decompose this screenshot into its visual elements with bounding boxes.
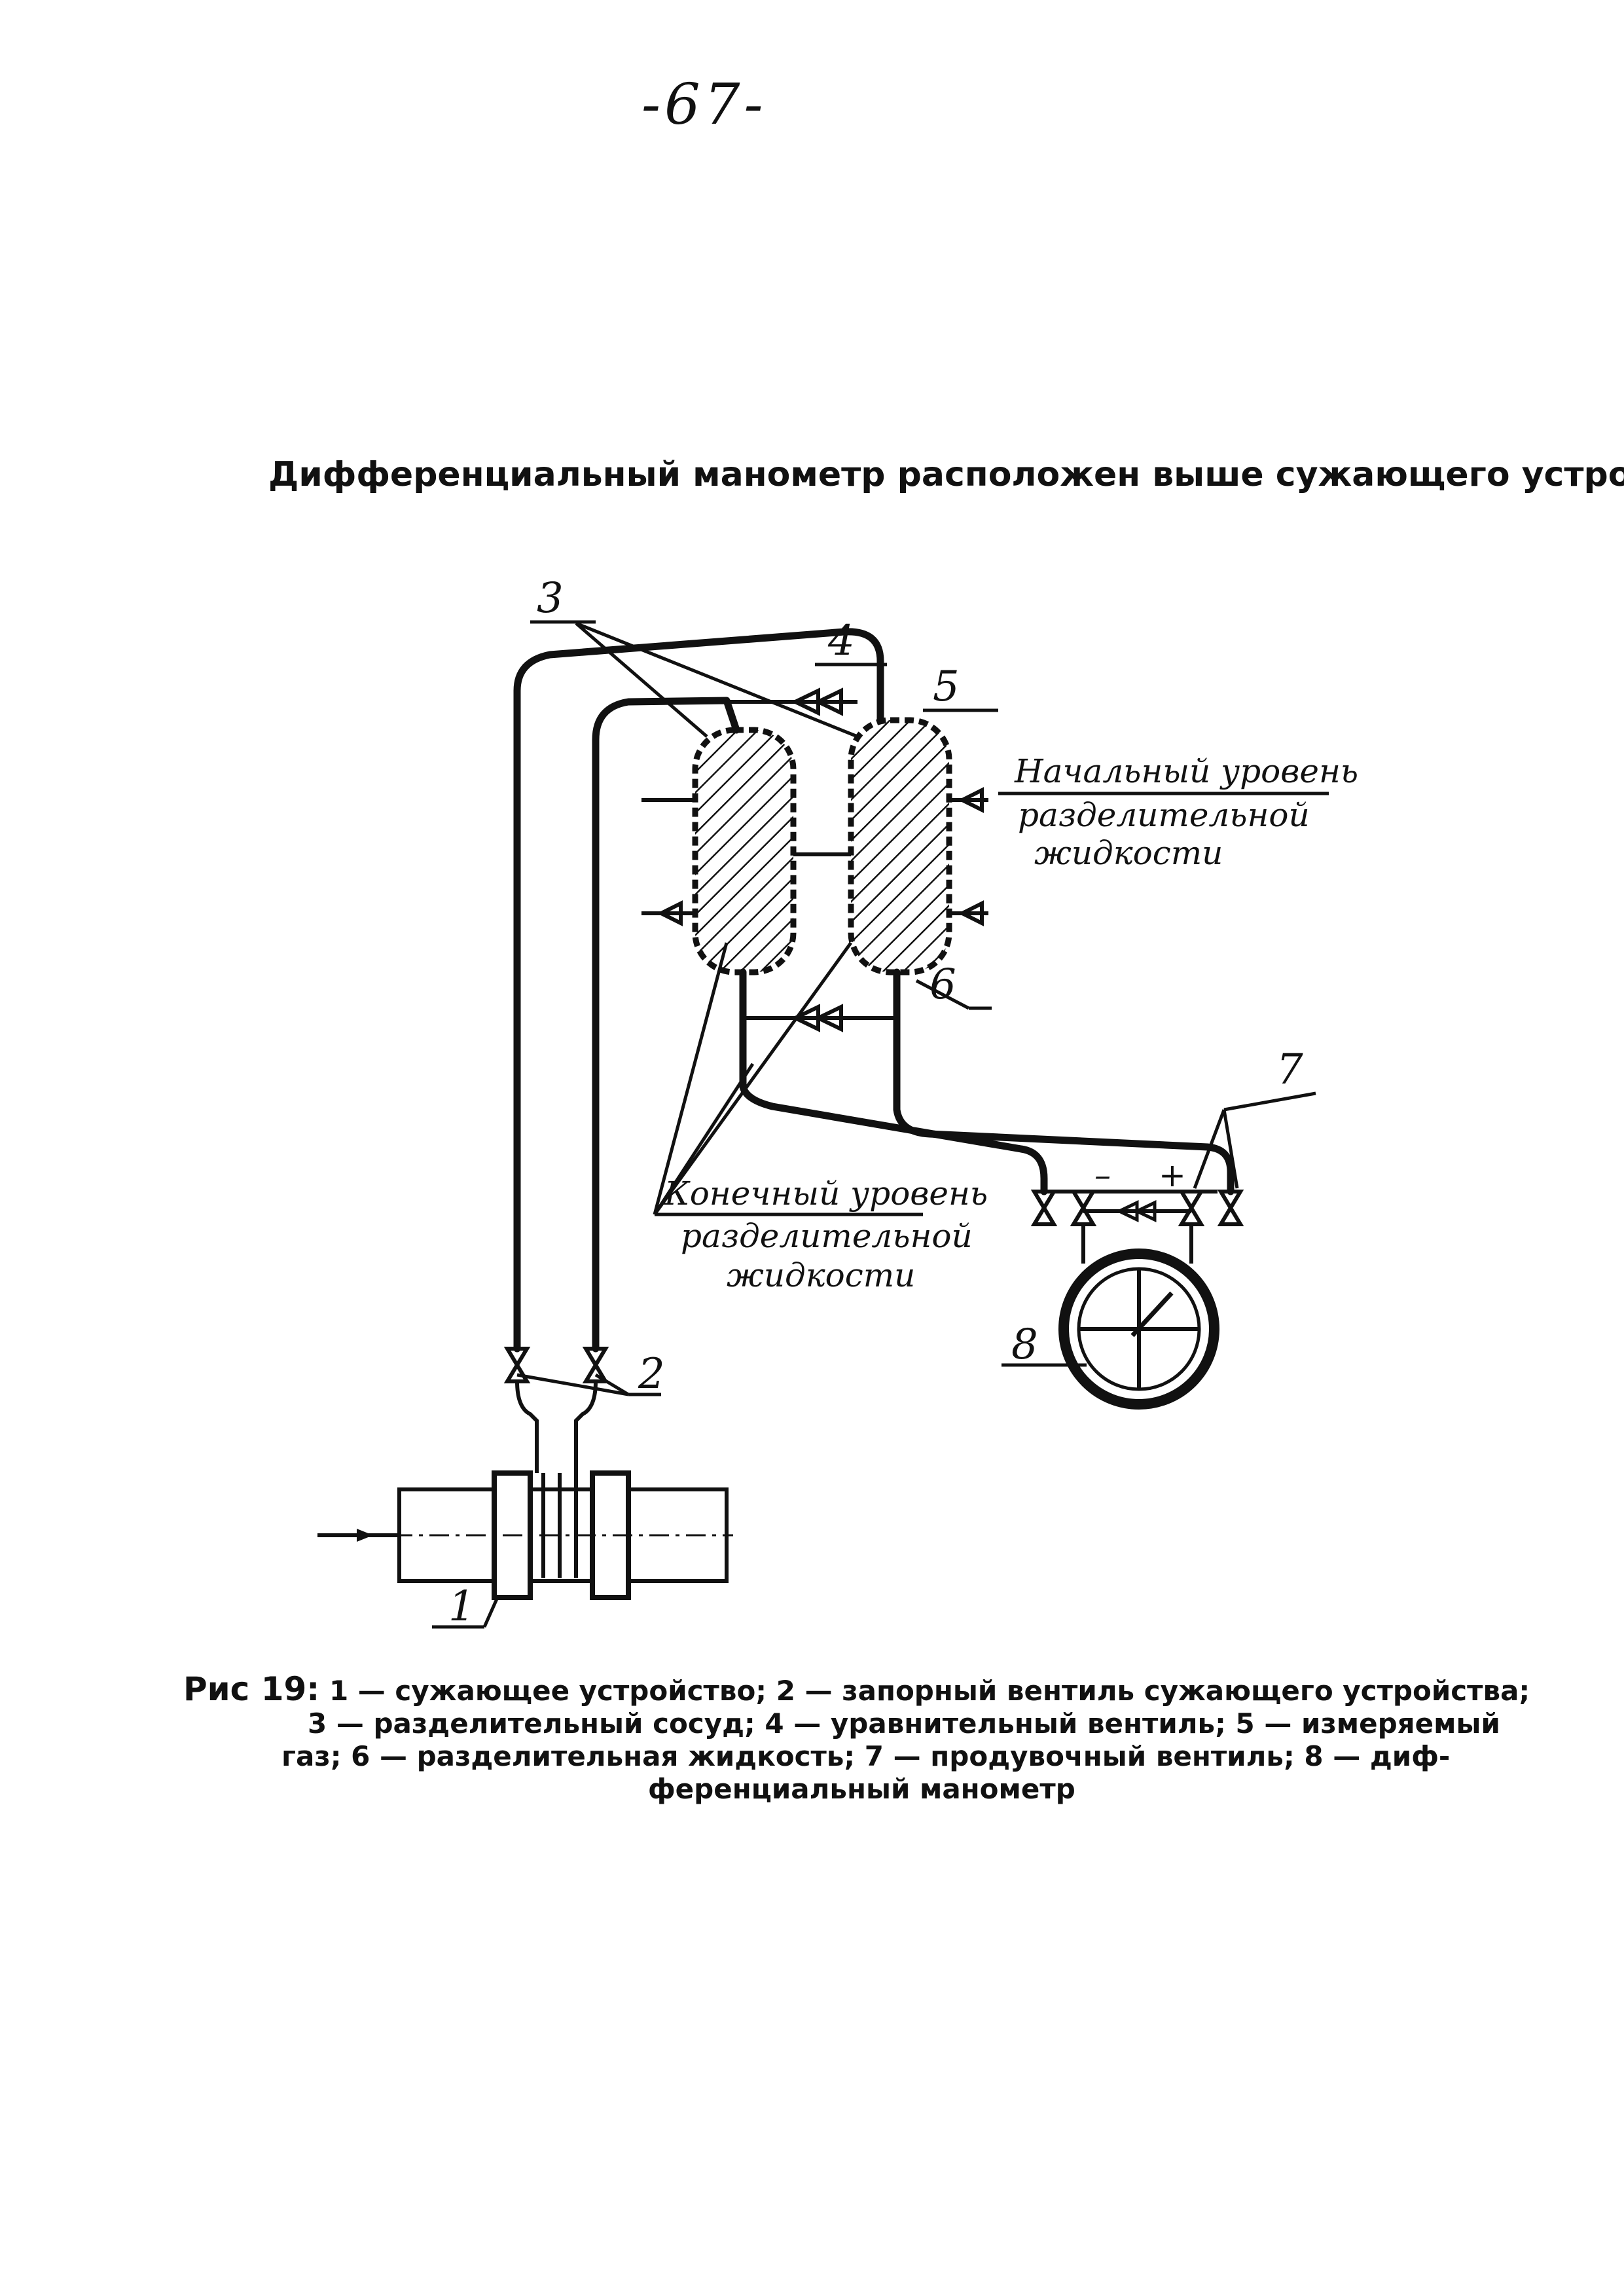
- figure-caption: Рис 19: 1 — сужающее устройство; 2 — зап…: [183, 1670, 1530, 1806]
- caption-line-2: 3 — разделительный сосуд; 4 — уравнитель…: [308, 1707, 1500, 1740]
- plus-sign: +: [1159, 1156, 1186, 1194]
- caption-text-1: 1 — сужающее устройство; 2 — запорный ве…: [329, 1675, 1530, 1707]
- label-6: 6: [929, 960, 956, 1009]
- initial-level-line-3: жидкости: [1034, 834, 1223, 872]
- impulse-lines: [513, 628, 1235, 1353]
- narrowing-device: [317, 1470, 733, 1600]
- label-2: 2: [638, 1350, 665, 1398]
- equalizing-valve-top: [727, 687, 857, 716]
- equalizing-valve-bottom: [743, 1004, 897, 1032]
- differential-manometer: [1058, 1248, 1219, 1410]
- separation-vessel-left: [692, 727, 797, 975]
- initial-level-line-2: разделительной: [1018, 796, 1310, 834]
- label-4: 4: [827, 617, 855, 665]
- shutoff-valves: [503, 1347, 609, 1473]
- caption-prefix: Рис 19:: [183, 1670, 320, 1708]
- minus-sign: –: [1094, 1156, 1111, 1194]
- leader-lines: [432, 620, 1329, 1629]
- label-1: 1: [448, 1582, 475, 1631]
- initial-level-line-1: Начальный уровень: [1014, 752, 1358, 790]
- figure-heading: Дифференциальный манометр расположен выш…: [268, 455, 1624, 494]
- final-level-line-1: Конечный уровень: [664, 1175, 988, 1212]
- vessel-side-valves: [641, 787, 988, 926]
- final-level-line-2: разделительной: [681, 1217, 973, 1255]
- label-3: 3: [537, 574, 564, 623]
- label-5: 5: [933, 663, 960, 711]
- purge-valves: [1030, 1190, 1244, 1264]
- separation-vessel-right: [848, 717, 952, 975]
- caption-line-1: Рис 19: 1 — сужающее устройство; 2 — зап…: [183, 1670, 1530, 1708]
- final-level-line-3: жидкости: [727, 1256, 915, 1294]
- page-number: -67-: [641, 72, 767, 137]
- caption-line-3: газ; 6 — разделительная жидкость; 7 — пр…: [281, 1740, 1451, 1772]
- label-7: 7: [1276, 1046, 1303, 1094]
- caption-line-4: ференциальный манометр: [648, 1773, 1075, 1805]
- label-8: 8: [1011, 1321, 1038, 1369]
